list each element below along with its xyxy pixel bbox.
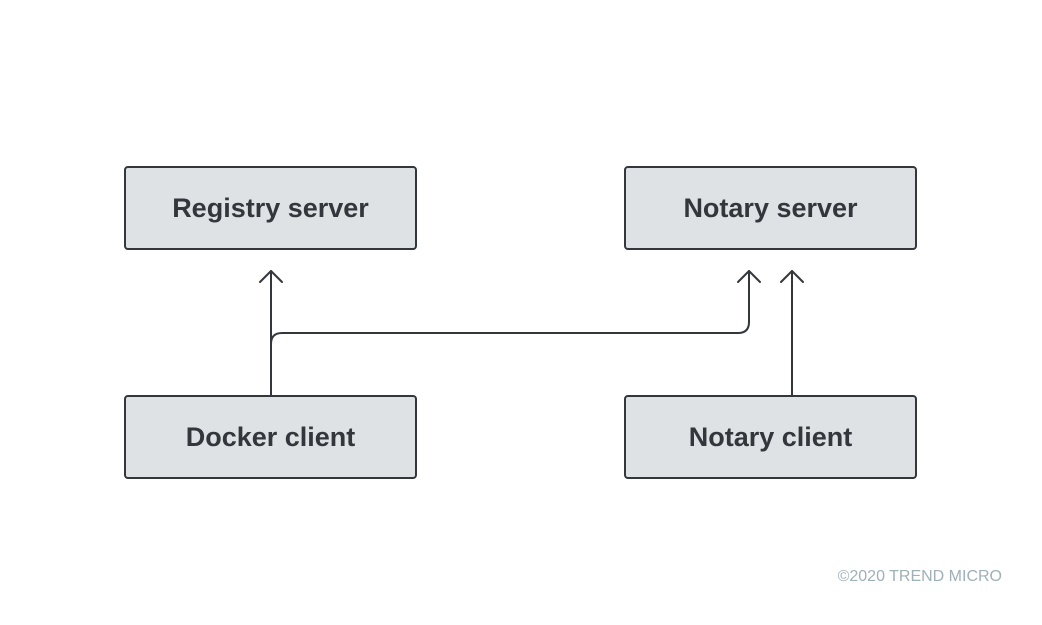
node-label: Registry server bbox=[172, 192, 369, 223]
arrowhead-notary-right-icon bbox=[780, 270, 804, 283]
node-notary-server: Notary server bbox=[624, 166, 917, 250]
node-label: Notary server bbox=[683, 192, 858, 223]
node-label: Docker client bbox=[185, 421, 356, 452]
node-label: Notary client bbox=[688, 421, 853, 452]
arrowhead-registry-icon bbox=[259, 270, 283, 283]
arrow-docker-to-notary bbox=[270, 270, 750, 396]
copyright-text: ©2020 TREND MICRO bbox=[837, 568, 1002, 585]
node-notary-client: Notary client bbox=[624, 395, 917, 479]
arrowhead-notary-left-icon bbox=[737, 270, 761, 283]
node-registry-server: Registry server bbox=[124, 166, 417, 250]
node-docker-client: Docker client bbox=[124, 395, 417, 479]
